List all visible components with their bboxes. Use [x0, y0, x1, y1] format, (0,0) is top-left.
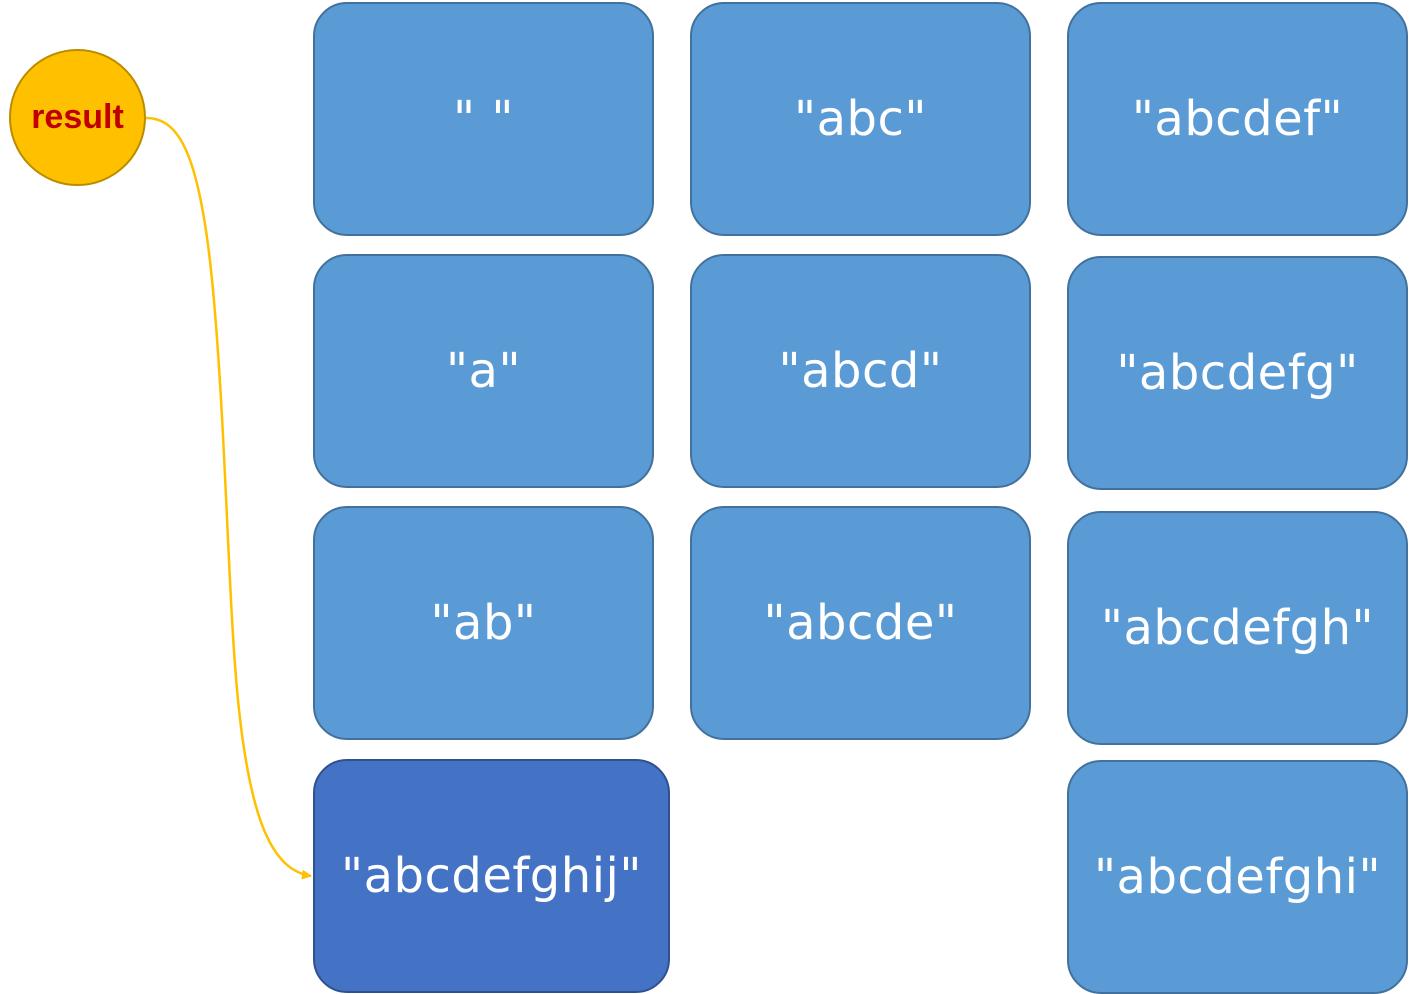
string-box-abcd: "abcd" — [690, 254, 1031, 488]
string-value: "abcdefgh" — [1100, 600, 1375, 656]
result-label: result — [31, 98, 124, 136]
string-value: "abcdefghij" — [341, 848, 642, 904]
string-box-abcdefghij: "abcdefghij" — [313, 759, 670, 993]
string-box-abcdefg: "abcdefg" — [1067, 256, 1408, 490]
string-box-ab: "ab" — [313, 506, 654, 740]
string-value: "a" — [445, 343, 522, 399]
string-box-abcde: "abcde" — [690, 506, 1031, 740]
string-box-empty: " " — [313, 2, 654, 236]
string-box-abcdefghi: "abcdefghi" — [1067, 760, 1408, 994]
string-value: "abcdefghi" — [1093, 849, 1382, 905]
string-value: "ab" — [430, 595, 537, 651]
string-value: "abc" — [794, 91, 927, 147]
string-value: "abcdef" — [1131, 91, 1344, 147]
string-box-a: "a" — [313, 254, 654, 488]
string-value: "abcde" — [763, 595, 958, 651]
string-value: " " — [453, 91, 514, 147]
string-value: "abcdefg" — [1116, 345, 1359, 401]
result-pointer: result — [9, 49, 146, 186]
string-box-abcdefgh: "abcdefgh" — [1067, 511, 1408, 745]
string-box-abc: "abc" — [690, 2, 1031, 236]
string-value: "abcd" — [778, 343, 943, 399]
string-box-abcdef: "abcdef" — [1067, 2, 1408, 236]
